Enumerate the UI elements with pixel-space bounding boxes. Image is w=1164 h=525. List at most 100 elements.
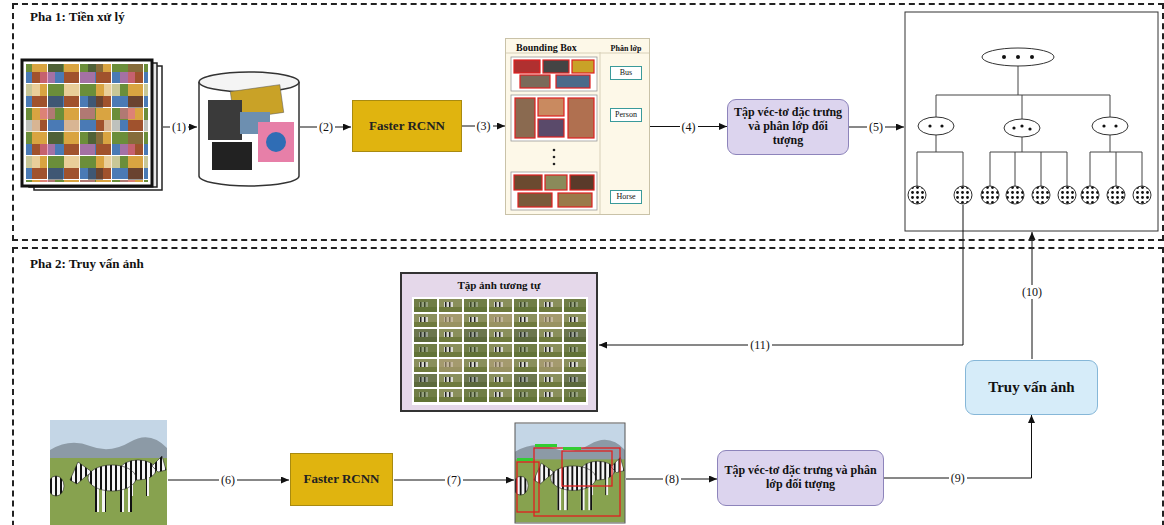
- cluster-tree-part: [981, 186, 999, 204]
- similar-images-figure: [400, 272, 598, 412]
- flow-line: [163, 127, 1032, 480]
- node-text-block: Horse: [616, 192, 635, 201]
- node-label: Faster RCNN: [304, 472, 380, 487]
- step-number: (4): [680, 120, 698, 134]
- detection-panel-figure-part: [570, 175, 594, 190]
- step-number: (3): [475, 119, 493, 133]
- step-number: (1): [170, 120, 188, 134]
- cluster-tree-part: [1006, 186, 1024, 204]
- class-label-box: Horse: [610, 190, 642, 204]
- similar-images-figure-part: [414, 299, 586, 403]
- node-content: Person: [611, 109, 641, 121]
- detection-panel-figure-part: [568, 98, 594, 138]
- cluster-tree-part: [918, 117, 954, 135]
- image-database-part: [199, 82, 299, 186]
- node-content: Bus: [611, 67, 641, 79]
- similar-images-figure-part: [414, 299, 586, 403]
- detection-panel-figure-part: [545, 175, 567, 190]
- cluster-tree-part: [990, 137, 1067, 186]
- detection-panel: Bounding BoxPhân lớpBusPersonHorse: [505, 38, 650, 215]
- cluster-tree-part: [1090, 135, 1142, 186]
- cluster-tree-part: [1032, 186, 1050, 204]
- cluster-tree-part: [1012, 126, 1015, 129]
- image-collection: [22, 60, 162, 190]
- node-heading: Pha 2: Truy vấn ảnh: [30, 257, 144, 272]
- cluster-tree-part: [1114, 124, 1117, 127]
- detected-photo-part: [517, 462, 539, 512]
- detection-panel-figure-part: [538, 98, 564, 116]
- step-number: (8): [663, 472, 681, 486]
- similar-images-figure-part: [400, 272, 598, 412]
- node-label: Faster RCNN: [369, 119, 445, 134]
- detected-photo: [513, 423, 625, 523]
- node-label: Truy vấn ảnh: [988, 379, 1074, 396]
- detected-photo-part: [513, 424, 625, 523]
- node-content: Tập véc-tơ đặc trưng và phân lớp đối tượ…: [718, 451, 883, 505]
- image-collection-part: [26, 64, 148, 182]
- detected-photo-part: [563, 447, 581, 450]
- node-heading: Phân lớp: [605, 44, 647, 53]
- feature-box: Tập véc-tơ đặc trưng và phân lớp đối tượ…: [727, 99, 849, 155]
- detection-panel-figure-part: [514, 60, 540, 73]
- detection-panel-figure-part: [505, 38, 650, 215]
- node-content: Tập véc-tơ đặc trưng và phân lớp đối tượ…: [728, 100, 848, 154]
- cluster-tree-part: [1002, 55, 1006, 59]
- node-text-block: Tập véc-tơ đặc trưng và phân lớp đối tượ…: [723, 464, 878, 492]
- detection-panel-figure-part: [515, 98, 535, 138]
- flow-arrow: [884, 415, 1032, 478]
- query-photo-part: [48, 420, 167, 525]
- node-text-block: Faster RCNN: [369, 119, 445, 134]
- node-content: Truy vấn ảnh: [966, 361, 1097, 414]
- node-label: Bus: [620, 68, 632, 77]
- node-label: Tập véc-tơ đặc trưng và phân lớp đối tượ…: [723, 464, 878, 492]
- cluster-tree-part: [954, 186, 972, 204]
- cluster-tree-part: [905, 12, 1158, 231]
- class-label-box: Person: [610, 108, 642, 122]
- step-number: (5): [867, 120, 885, 134]
- node-heading: Tập ảnh tương tự: [402, 279, 596, 292]
- detection-panel-figure-part: [600, 52, 601, 214]
- node-text-block: Faster RCNN: [304, 472, 380, 487]
- step-number: (6): [219, 473, 237, 487]
- detection-panel-figure: [505, 38, 650, 215]
- detection-panel-figure-part: [572, 60, 594, 73]
- cluster-tree-part: [936, 66, 1110, 119]
- cluster-tree-part: [940, 124, 943, 127]
- connector-group: [462, 126, 1032, 478]
- detected-photo-part: [515, 423, 625, 523]
- image-database-part: [258, 122, 294, 162]
- detection-panel-figure-part: [553, 163, 556, 166]
- node-content: Horse: [611, 191, 641, 203]
- step-number: (7): [445, 473, 463, 487]
- flow-line-part: [599, 205, 963, 345]
- cluster-tree-part: [908, 186, 926, 204]
- step-number: (9): [949, 471, 967, 485]
- detected-photo-part: [534, 448, 620, 516]
- detection-panel-figure-part: [553, 149, 556, 152]
- detection-panel-figure-part: [553, 156, 556, 159]
- detection-panel-figure-part: [520, 75, 550, 88]
- cluster-tree-part: [1028, 127, 1031, 130]
- image-database: [199, 72, 299, 186]
- detection-panel-figure-part: [556, 75, 590, 88]
- node-content: Faster RCNN: [353, 101, 461, 151]
- detection-panel-figure-part: [558, 193, 592, 207]
- process-box: Faster RCNN: [290, 453, 393, 506]
- detection-panel-figure-part: [511, 172, 597, 210]
- image-database-part: [212, 142, 252, 170]
- detection-panel-figure-part: [511, 95, 597, 141]
- image-database-part: [266, 132, 286, 152]
- node-text-block: Person: [615, 110, 637, 119]
- node-text-block: Tập véc-tơ đặc trưng và phân lớp đối tượ…: [733, 106, 843, 147]
- node-content: Faster RCNN: [291, 454, 392, 505]
- phase-band: Pha 2: Truy vấn ảnhTập ảnh tương tự Truy …: [12, 247, 1164, 525]
- detected-photo-part: [517, 458, 533, 461]
- similar-images-figure-part: [412, 297, 588, 405]
- class-label-box: Bus: [610, 66, 642, 80]
- cluster-tree-part: [982, 48, 1054, 66]
- cluster-tree-part: [1004, 119, 1040, 137]
- node-label: Tập véc-tơ đặc trưng và phân lớp đối tượ…: [733, 106, 843, 147]
- node-label: Horse: [616, 192, 635, 201]
